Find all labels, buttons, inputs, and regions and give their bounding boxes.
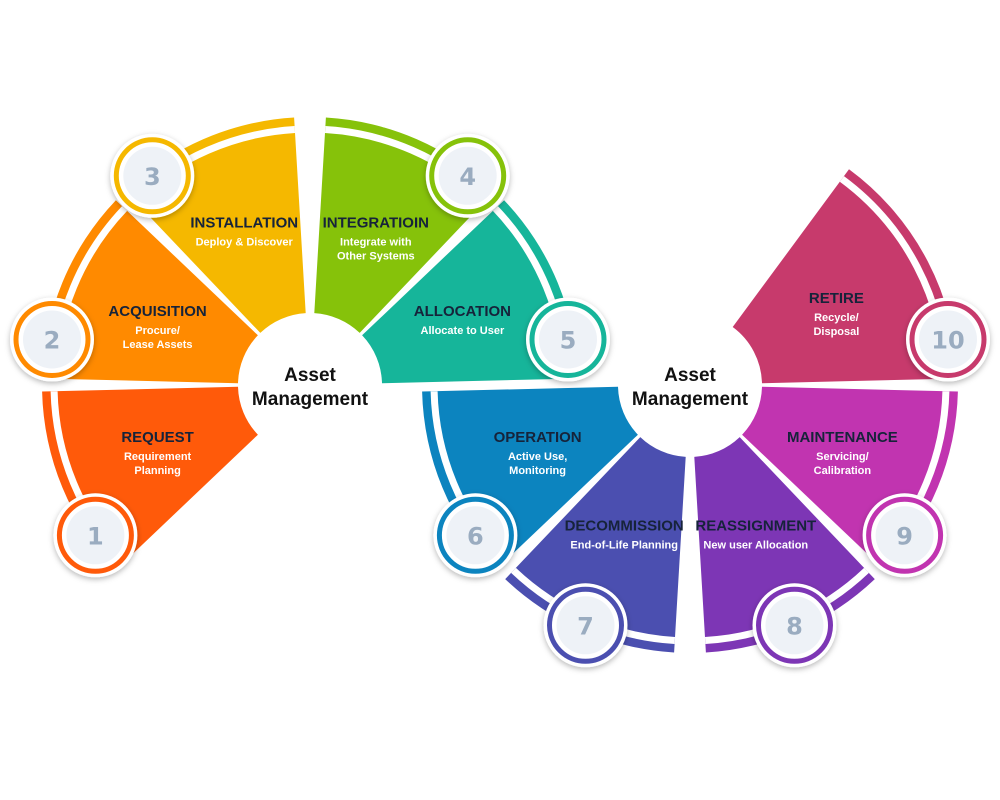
badge-face <box>123 146 182 205</box>
step-title-5: ALLOCATION <box>414 303 511 320</box>
step-subtitle-2-4: Other Systems <box>337 251 415 263</box>
step-number-7: 7 <box>577 612 594 640</box>
step-number-2: 2 <box>44 327 61 355</box>
right-hub-label-line2: Management <box>632 389 749 410</box>
step-subtitle-2-2: Lease Assets <box>123 339 193 351</box>
step-subtitle-5: Allocate to User <box>421 325 505 337</box>
step-subtitle-6: Active Use, <box>508 451 567 463</box>
step-title-6: OPERATION <box>494 429 582 446</box>
step-number-1: 1 <box>87 522 104 550</box>
step-subtitle-10: Recycle/ <box>814 312 859 324</box>
step-badge-8: 8 <box>752 583 837 668</box>
step-subtitle-9: Servicing/ <box>816 451 869 463</box>
step-subtitle-7: End-of-Life Planning <box>570 539 678 551</box>
step-subtitle-8: New user Allocation <box>703 539 808 551</box>
step-subtitle-4: Integrate with <box>340 237 412 249</box>
segment-wedge-10 <box>732 169 958 384</box>
step-subtitle-2: Procure/ <box>135 325 180 337</box>
step-number-9: 9 <box>896 522 913 550</box>
badge-face <box>765 596 824 655</box>
step-title-8: REASSIGNMENT <box>695 517 816 534</box>
step-badge-10: 10 <box>906 297 990 382</box>
segment-wedges <box>42 117 958 653</box>
badge-face <box>446 506 505 565</box>
step-badge-5: 5 <box>526 297 610 382</box>
right-hub-label-line1: Asset <box>664 365 716 386</box>
step-badge-6: 6 <box>433 493 518 578</box>
right-hub-circle <box>620 315 760 455</box>
step-number-4: 4 <box>459 163 476 191</box>
badge-face <box>66 506 125 565</box>
step-badge-7: 7 <box>543 583 628 668</box>
step-badges: 1 2 3 4 5 6 7 8 9 10 <box>10 133 990 668</box>
step-subtitle-2-1: Planning <box>134 465 180 477</box>
badge-face <box>23 310 81 369</box>
badge-face <box>919 310 977 369</box>
badge-face <box>556 596 615 655</box>
badge-face <box>875 506 934 565</box>
step-badge-3: 3 <box>110 133 195 218</box>
step-subtitle-2-9: Calibration <box>814 465 872 477</box>
step-title-1: REQUEST <box>121 429 194 446</box>
left-hub-label-line2: Management <box>252 389 369 410</box>
left-hub-circle <box>240 315 380 455</box>
step-subtitle-1: Requirement <box>124 451 192 463</box>
badge-face <box>438 146 497 205</box>
step-number-10: 10 <box>931 327 964 355</box>
left-hub-label-line1: Asset <box>284 365 336 386</box>
step-badge-9: 9 <box>862 493 947 578</box>
step-title-7: DECOMMISSION <box>565 517 684 534</box>
badge-face <box>539 310 597 369</box>
step-subtitle-2-6: Monitoring <box>509 465 566 477</box>
step-title-2: ACQUISITION <box>108 303 206 320</box>
step-number-8: 8 <box>786 612 803 640</box>
step-subtitle-2-10: Disposal <box>813 326 859 338</box>
step-badge-2: 2 <box>10 297 94 382</box>
step-badge-1: 1 <box>53 493 138 578</box>
step-title-9: MAINTENANCE <box>787 429 898 446</box>
step-subtitle-3: Deploy & Discover <box>196 237 294 249</box>
step-number-6: 6 <box>467 522 484 550</box>
step-number-5: 5 <box>560 327 577 355</box>
step-number-3: 3 <box>144 163 161 191</box>
step-title-10: RETIRE <box>809 290 864 307</box>
step-title-3: INSTALLATION <box>190 215 298 232</box>
step-badge-4: 4 <box>425 133 510 218</box>
step-title-4: INTEGRATIOIN <box>323 215 429 232</box>
